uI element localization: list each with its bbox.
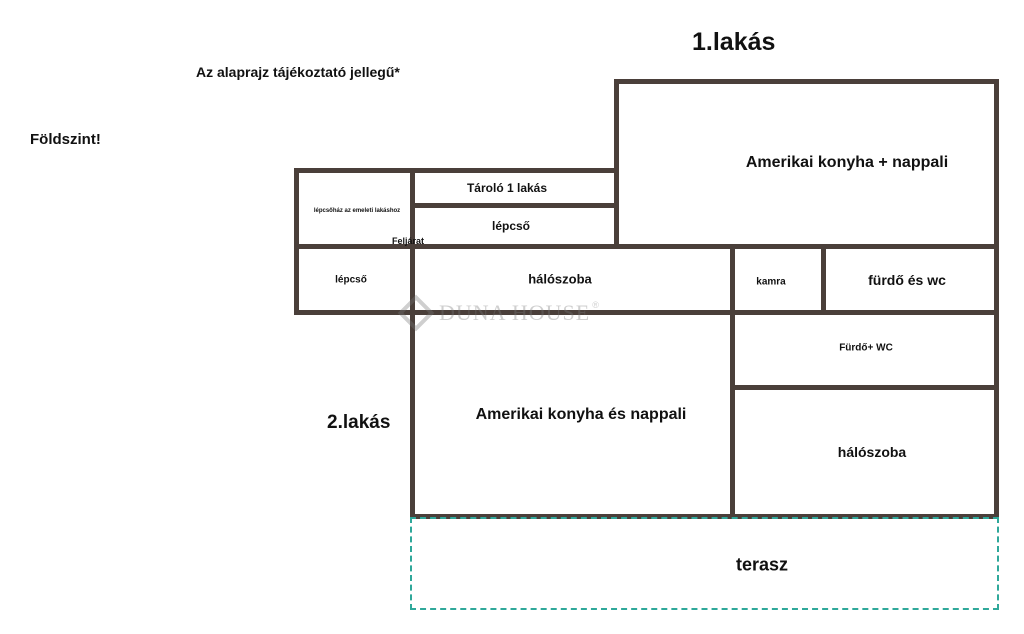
label-storage-1: Tároló 1 lakás <box>466 181 548 195</box>
label-kitchen-living-2: Amerikai konyha és nappali <box>475 406 687 423</box>
apartment-2-title: 2.lakás <box>327 412 391 433</box>
label-pantry: kamra <box>756 276 786 288</box>
label-stairs-lower: lépcső <box>335 274 367 286</box>
watermark-registered-mark: ® <box>592 300 599 310</box>
label-bedroom-bottom: hálószoba <box>837 444 907 460</box>
label-kitchen-living-1: Amerikai konyha + nappali <box>745 154 949 171</box>
label-staircase-upper: lépcsőház az emeleti lakáshoz <box>313 208 401 214</box>
duna-house-logo-icon <box>397 294 435 332</box>
watermark: DUNA HOUSE ® <box>397 294 599 332</box>
disclaimer-note: Az alaprajz tájékoztató jellegű* <box>196 64 400 80</box>
label-bathroom-wc-1: fürdő és wc <box>868 272 946 288</box>
label-upstairs-marker: Feljárat <box>391 236 425 246</box>
label-bedroom-top: hálószoba <box>528 271 592 287</box>
label-stairs-upper: lépcső <box>491 219 531 233</box>
apartment-1-title: 1.lakás <box>692 28 776 56</box>
terrace-outline <box>410 517 999 610</box>
label-terrace: terasz <box>735 554 789 575</box>
label-bathroom-wc-2: Fürdő+ WC <box>839 342 893 354</box>
level-label: Földszint! <box>30 131 101 148</box>
room-bedroom-bottom <box>730 385 999 519</box>
watermark-text: DUNA HOUSE <box>439 300 591 325</box>
